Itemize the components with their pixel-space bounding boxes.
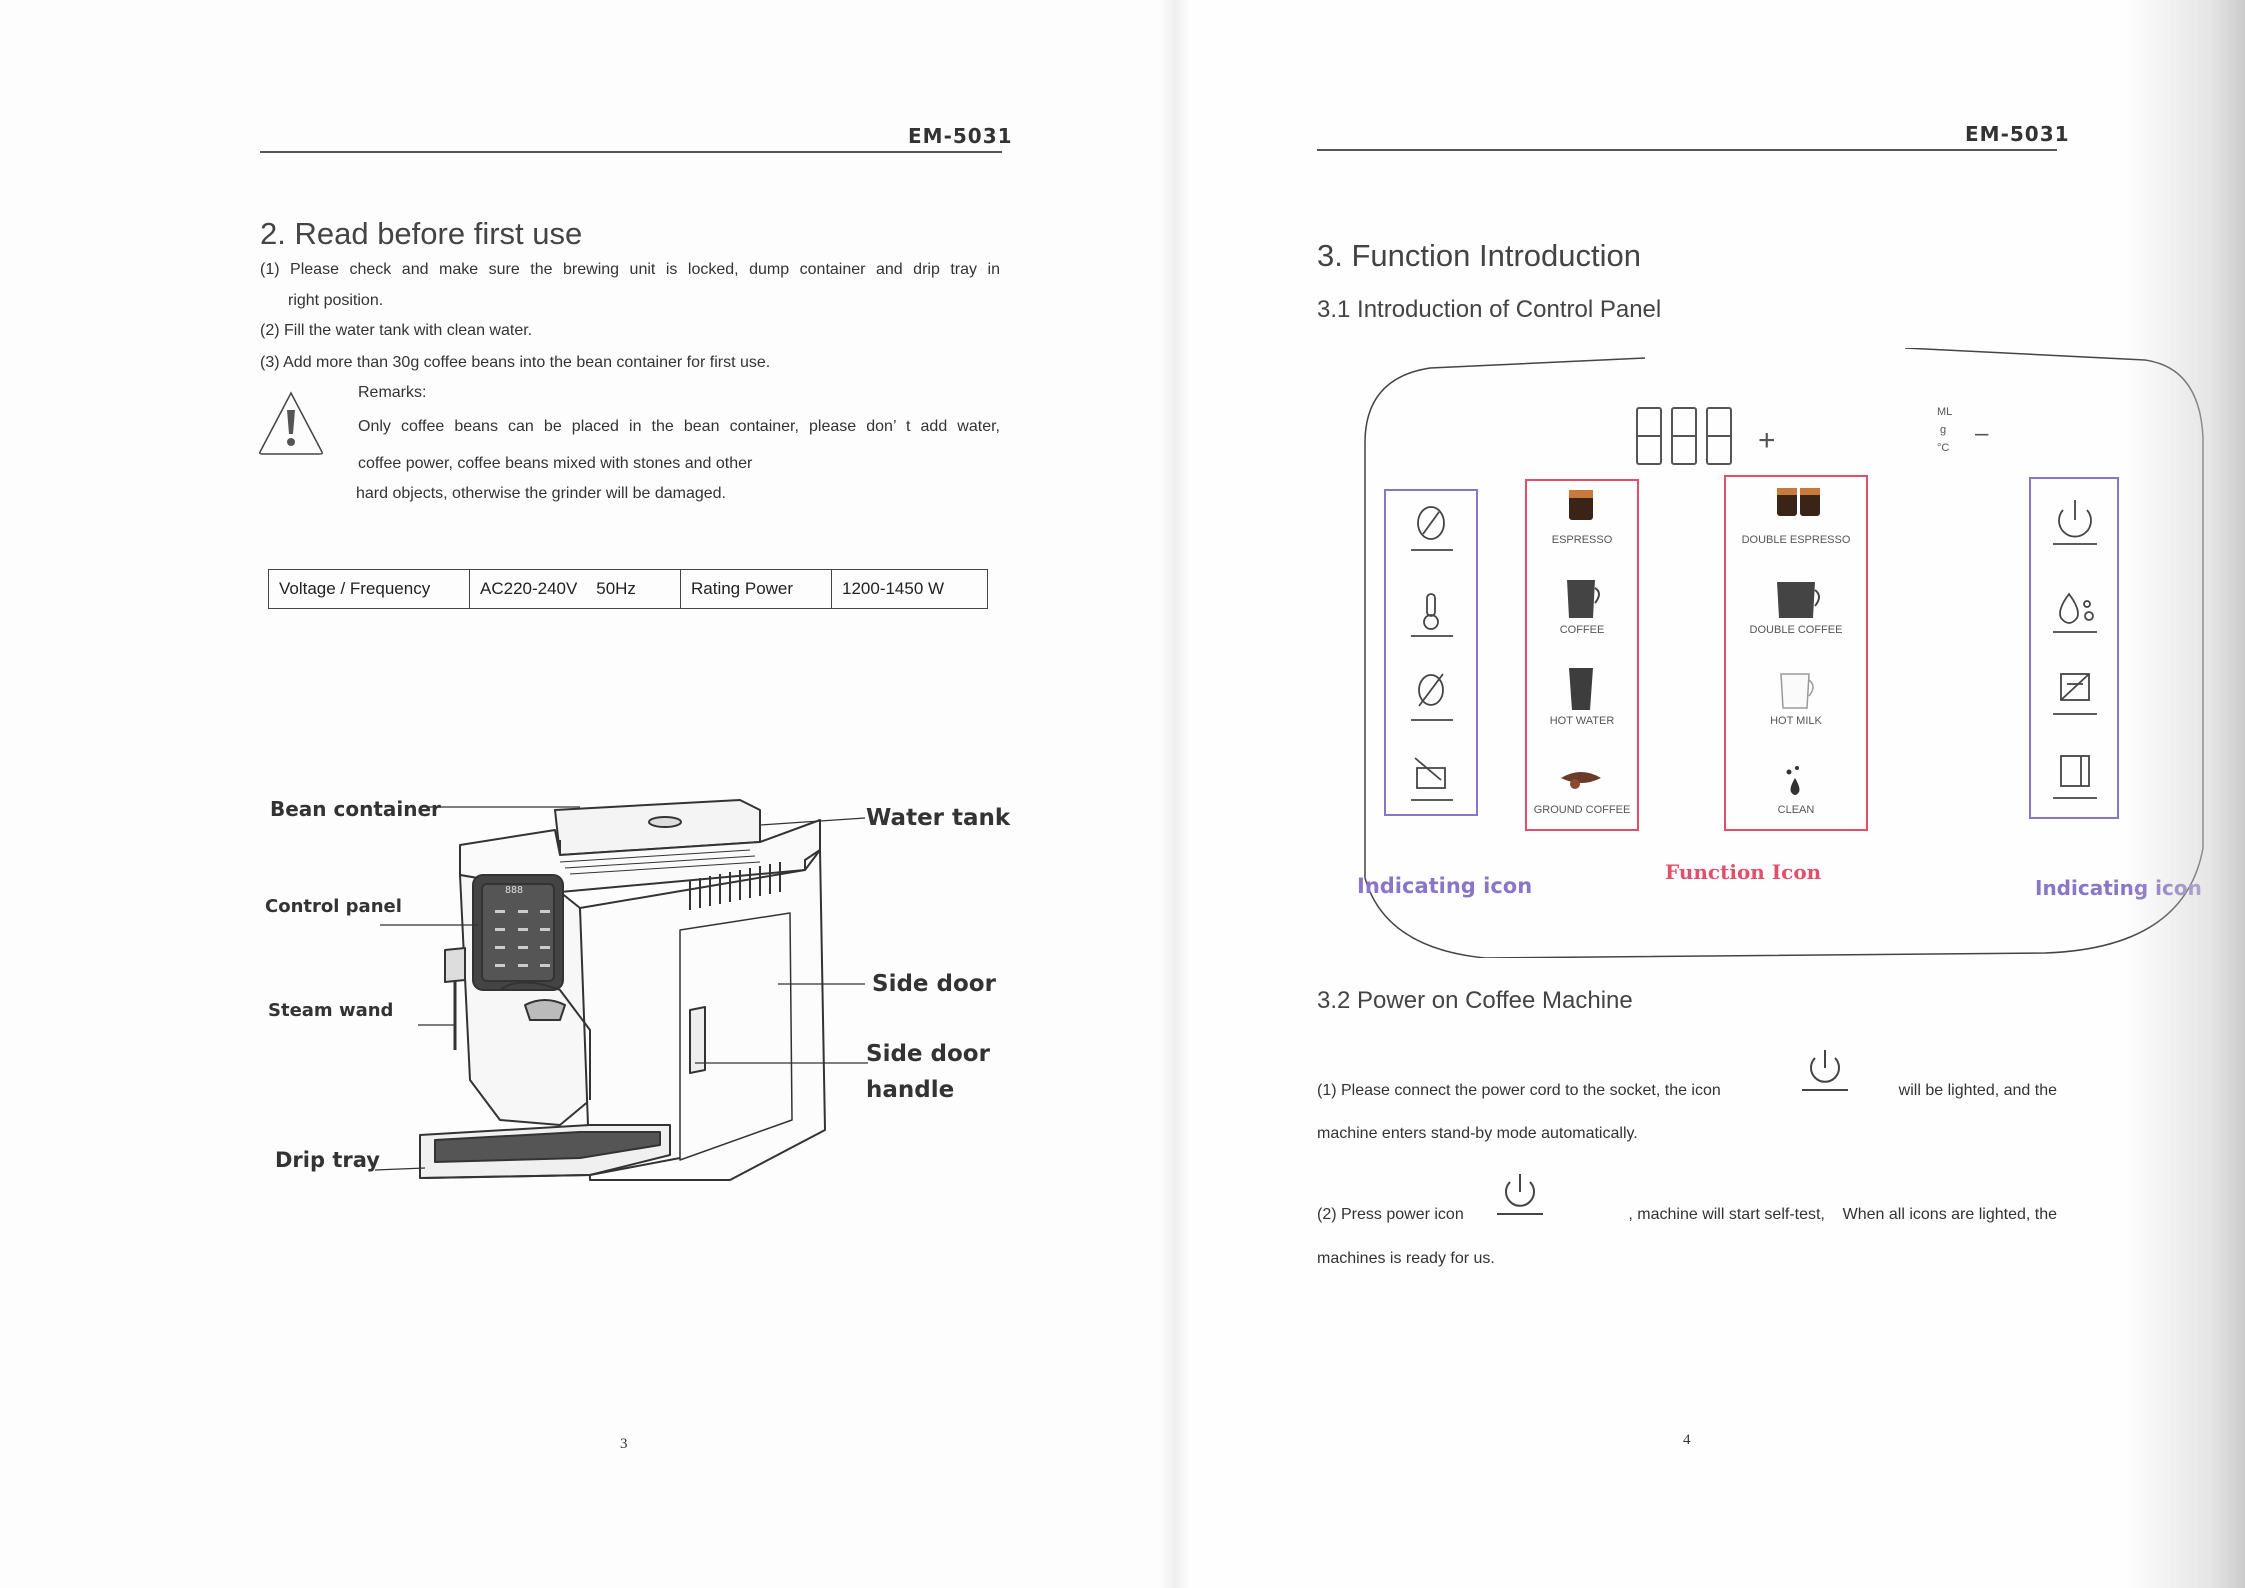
label-hot-milk[interactable]: HOT MILK	[1770, 715, 1822, 727]
dump-container-icon	[1411, 757, 1453, 801]
double-espresso-icon	[1777, 488, 1820, 516]
remarks-label: Remarks:	[358, 384, 427, 401]
control-panel-diagram: + 888 ML g °C – ESPRESSO COFFEE HOT WATE…	[1345, 348, 2215, 958]
label-side-door-handle-2: handle	[866, 1077, 955, 1103]
coffee-machine-illustration	[374, 799, 868, 1181]
warning-icon	[259, 391, 323, 455]
label-side-door-handle-1: Side door	[866, 1041, 990, 1067]
label-function-icon: Function Icon	[1665, 860, 1822, 884]
label-coffee[interactable]: COFFEE	[1559, 624, 1605, 636]
page-number: 3	[620, 1436, 628, 1452]
label-double-espresso[interactable]: DOUBLE ESPRESSO	[1741, 534, 1851, 546]
section-title: 3. Function Introduction	[1317, 238, 1641, 273]
panel-outline	[1364, 348, 2204, 958]
label-double-coffee[interactable]: DOUBLE COFFEE	[1749, 624, 1843, 636]
page-header: EM-5031	[908, 124, 1013, 148]
unit-g: g	[1940, 424, 1947, 436]
remarks-line-2: coffee power, coffee beans mixed with st…	[358, 455, 753, 472]
no-bean-icon	[1411, 673, 1453, 721]
label-drip-tray: Drip tray	[275, 1148, 380, 1172]
remarks-line-1: Only coffee beans can be placed in the b…	[358, 418, 1000, 435]
section-title: 2. Read before first use	[260, 216, 583, 251]
power-step-1-cont: machine enters stand-by mode automatical…	[1317, 1125, 1638, 1142]
plus-button[interactable]: +	[1758, 424, 1776, 457]
spec-table: Voltage / Frequency AC220-240V 50Hz Rati…	[268, 569, 988, 609]
machine-display: 888	[505, 885, 524, 896]
label-espresso[interactable]: ESPRESSO	[1551, 534, 1613, 546]
header-rule	[1317, 149, 2057, 151]
subsection-control-panel: 3.1 Introduction of Control Panel	[1317, 296, 1662, 323]
subsection-power-on: 3.2 Power on Coffee Machine	[1317, 987, 1633, 1014]
minus-button[interactable]: –	[1975, 420, 1989, 447]
bean-icon	[1411, 506, 1453, 551]
label-indicating-icon-left: Indicating icon	[1357, 874, 1533, 898]
label-side-door: Side door	[872, 971, 996, 997]
label-hot-water[interactable]: HOT WATER	[1549, 715, 1615, 727]
step-2: (2) Fill the water tank with clean water…	[260, 322, 533, 339]
power-icon	[1497, 1174, 1543, 1215]
spec-label-voltage: Voltage / Frequency	[268, 569, 470, 609]
power-step-2: (2) Press power icon	[1317, 1206, 1464, 1223]
espresso-cup-icon	[1569, 490, 1593, 520]
unit-celsius: °C	[1937, 442, 1950, 454]
label-clean[interactable]: CLEAN	[1777, 804, 1815, 816]
header-rule	[260, 151, 1002, 153]
page-header: EM-5031	[1965, 122, 2070, 146]
hot-water-cup-icon	[1569, 668, 1593, 710]
power-step-1-end: will be lighted, and the	[1898, 1082, 2057, 1099]
ground-coffee-icon	[1561, 772, 1601, 789]
power-icon	[2053, 500, 2097, 545]
table-row: Voltage / Frequency AC220-240V 50Hz Rati…	[268, 569, 988, 609]
water-drop-icon	[2053, 592, 2097, 633]
clean-drops-icon	[1786, 766, 1800, 795]
descale-icon	[2053, 673, 2097, 715]
double-coffee-icon	[1777, 582, 1820, 618]
spec-value-voltage: AC220-240V 50Hz	[469, 569, 681, 609]
spec-value-power: 1200-1450 W	[831, 569, 988, 609]
label-bean-container: Bean container	[270, 797, 441, 821]
power-icon	[1802, 1050, 1848, 1091]
spec-label-power: Rating Power	[680, 569, 832, 609]
page-number: 4	[1683, 1432, 1691, 1448]
step-1-cont: right position.	[288, 292, 384, 309]
power-step-1: (1) Please connect the power cord to the…	[1317, 1082, 1721, 1099]
label-water-tank: Water tank	[866, 805, 1011, 831]
coffee-mug-icon	[1567, 580, 1600, 618]
unit-ml: ML	[1937, 406, 1953, 418]
label-steam-wand: Steam wand	[268, 1000, 394, 1021]
page-edge-shadow	[2125, 0, 2245, 1588]
thermometer-icon	[1411, 593, 1453, 637]
book-gutter	[1160, 0, 1190, 1588]
step-3: (3) Add more than 30g coffee beans into …	[260, 354, 771, 371]
step-1: (1) Please check and make sure the brewi…	[260, 261, 1000, 278]
page-3: EM-5031 2. Read before first use (1) Ple…	[259, 124, 1013, 1452]
page-4: EM-5031 3. Function Introduction 3.1 Int…	[1175, 0, 2245, 1588]
door-icon	[2053, 755, 2097, 799]
label-control-panel: Control panel	[265, 896, 402, 917]
power-step-2-cont: machines is ready for us.	[1317, 1250, 1495, 1267]
power-step-2-end: , machine will start self-test, When all…	[1628, 1206, 2057, 1223]
remarks-line-3: hard objects, otherwise the grinder will…	[356, 485, 726, 502]
label-ground-coffee[interactable]: GROUND COFFEE	[1533, 804, 1631, 816]
hot-milk-cup-icon	[1780, 673, 1814, 709]
